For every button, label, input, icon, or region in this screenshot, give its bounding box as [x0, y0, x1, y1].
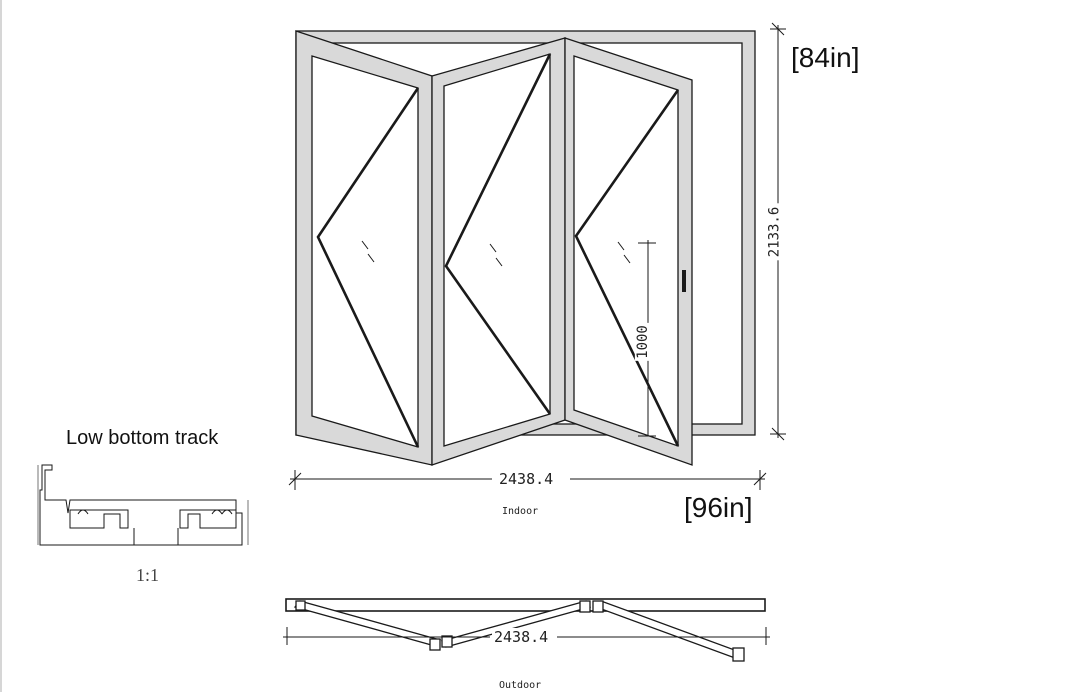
door-panel-1 [295, 30, 433, 466]
handle-height-label: 1000 [634, 323, 651, 361]
indoor-label: Indoor [502, 506, 539, 517]
width-dimension-bottom [283, 627, 770, 645]
scale-label: 1:1 [136, 565, 160, 585]
track-title: Low bottom track [66, 427, 219, 449]
width-dimension-top-label: 2438.4 [497, 470, 556, 488]
width-dimension-bottom-label: 2438.4 [492, 628, 551, 646]
bottom-track-profile [37, 464, 249, 546]
door-panel-3 [564, 37, 693, 466]
plan-view [285, 598, 766, 662]
height-dimension-label: 2133.6 [766, 203, 783, 261]
height-inches: [84in] [791, 42, 860, 73]
width-inches: [96in] [684, 492, 753, 523]
left-border [0, 0, 2, 692]
door-handle [682, 270, 686, 292]
width-dimension-top [288, 470, 767, 490]
outdoor-label: Outdoor [499, 680, 542, 691]
door-panel-2 [431, 37, 566, 466]
